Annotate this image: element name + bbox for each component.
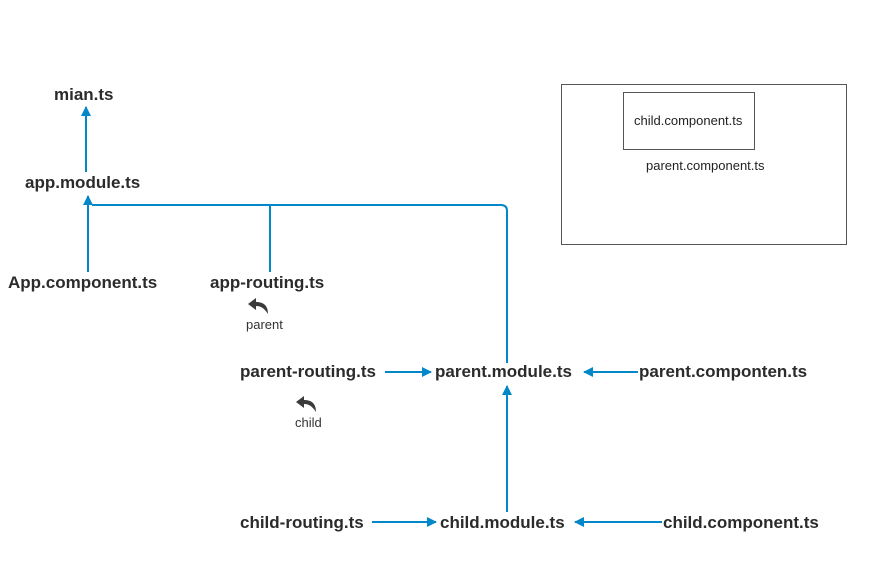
node-child-module: child.module.ts: [440, 513, 565, 532]
node-parent-module: parent.module.ts: [435, 362, 572, 381]
node-parent-componten: parent.componten.ts: [639, 362, 808, 381]
undo-arrow-icon: [248, 298, 268, 314]
node-app-routing: app-routing.ts: [210, 273, 325, 292]
child-component-box: [623, 92, 755, 150]
node-child-component: child.component.ts: [663, 513, 819, 532]
node-main: mian.ts: [54, 85, 114, 104]
parent-component-box-label: parent.component.ts: [646, 158, 765, 173]
label-child: child: [295, 415, 322, 430]
node-app-component: App.component.ts: [8, 273, 158, 292]
node-app-module: app.module.ts: [25, 173, 141, 192]
undo-arrow-icon: [296, 396, 316, 412]
label-parent: parent: [246, 317, 283, 332]
node-parent-routing: parent-routing.ts: [240, 362, 376, 381]
node-child-routing: child-routing.ts: [240, 513, 364, 532]
edge-bus-to-app-module: [92, 204, 508, 363]
child-component-box-label: child.component.ts: [634, 113, 743, 128]
